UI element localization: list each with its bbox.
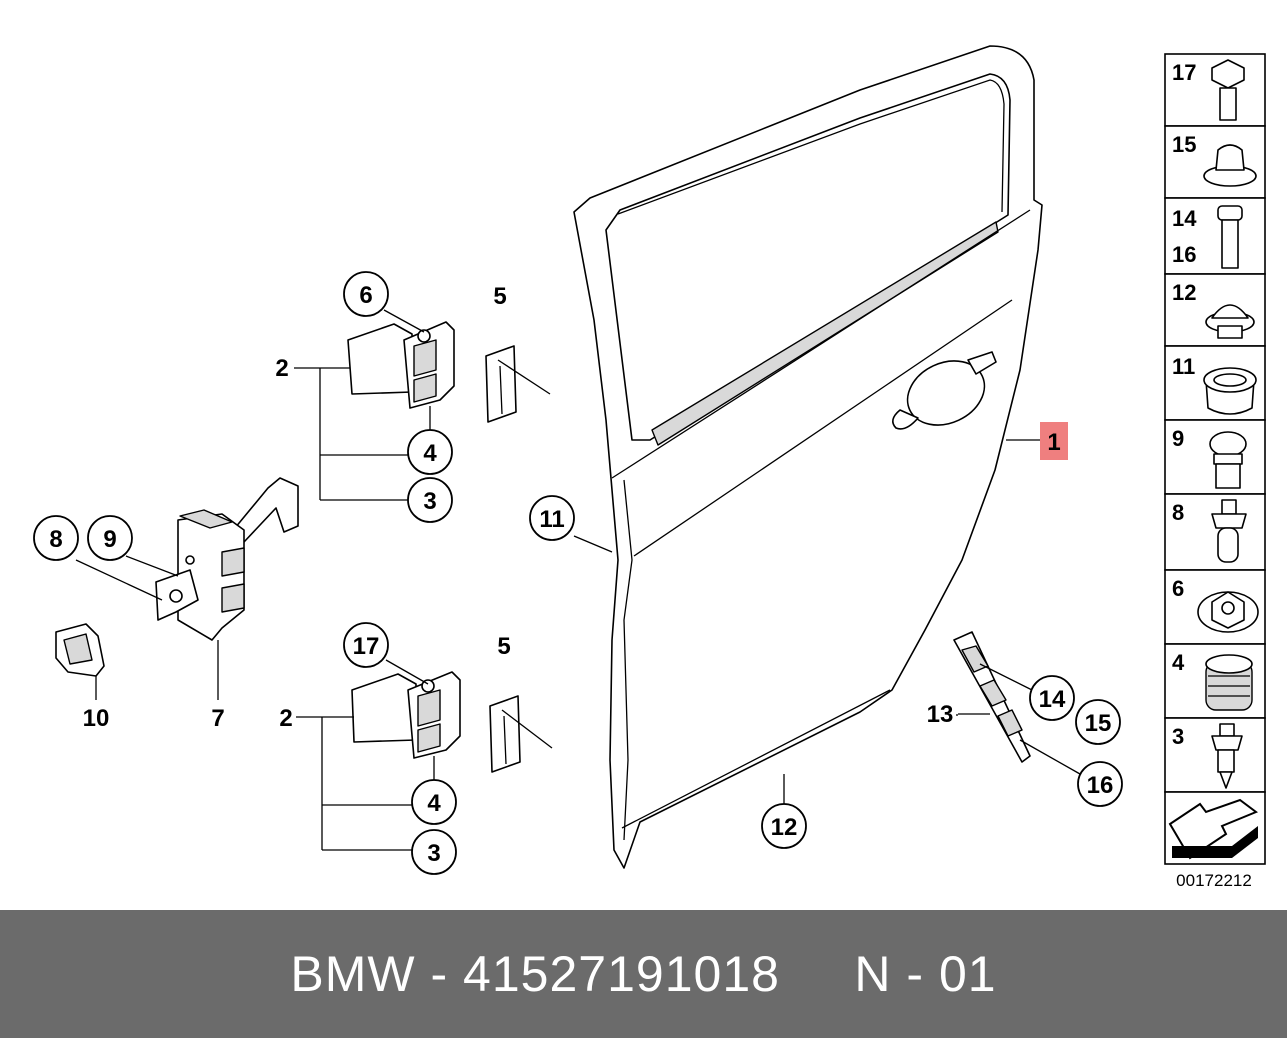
clip-part: [55, 623, 105, 677]
legend-label-17: 17: [1172, 60, 1196, 85]
parts-diagram: 1 6 5 2 4 3 11 8 9 10 7 17 5 2 4 3 12 13…: [33, 45, 1266, 890]
legend-label-15: 15: [1172, 132, 1196, 157]
spring-sleeve-icon: [1205, 654, 1253, 711]
callouts: 1 6 5 2 4 3 11 8 9 10 7 17 5 2 4 3 12 13…: [33, 271, 1123, 875]
callout-12: 12: [771, 814, 798, 841]
legend-label-6: 6: [1172, 576, 1184, 601]
plug-cap-icon: [1205, 304, 1255, 339]
hex-flange-nut-icon: [1197, 591, 1259, 633]
callout-2-upper: 2: [275, 355, 288, 382]
callout-10: 10: [83, 705, 110, 732]
callout-7: 7: [211, 705, 224, 732]
callout-17: 17: [353, 633, 380, 660]
part-number: 41527191018: [463, 946, 780, 1002]
callout-4-lower: 4: [427, 790, 441, 817]
callout-3-lower: 3: [427, 840, 440, 867]
rear-door: [573, 45, 1043, 869]
cap-nut-icon: [1203, 144, 1257, 187]
callout-6: 6: [359, 282, 372, 309]
stud-bolt-icon: [1211, 499, 1247, 563]
callout-1-highlight: [1040, 422, 1068, 460]
callout-5-lower: 5: [497, 633, 510, 660]
footer-bar: BMW - 41527191018 N - 01: [0, 910, 1287, 1038]
direction-arrow-icon: [1168, 798, 1259, 860]
callout-11: 11: [539, 506, 564, 533]
hinge-pin-icon: [1211, 723, 1243, 789]
lower-hinge: [351, 671, 553, 773]
legend-label-11: 11: [1172, 354, 1195, 379]
callout-13: 13: [927, 701, 954, 728]
legend-label-9: 9: [1172, 426, 1184, 451]
page-code: N - 01: [854, 946, 997, 1002]
legend-label-16: 16: [1172, 242, 1196, 267]
legend-label-4: 4: [1172, 650, 1185, 675]
callout-5-upper: 5: [493, 283, 506, 310]
footer-title: BMW - 41527191018 N - 01: [290, 946, 997, 1002]
seal-strip: [953, 631, 1031, 763]
screw-icon: [1217, 205, 1243, 269]
callout-8: 8: [49, 526, 62, 553]
callout-1: 1: [1047, 429, 1060, 456]
callout-4-upper: 4: [423, 440, 437, 467]
torx-bolt-icon: [1211, 59, 1245, 121]
legend-label-8: 8: [1172, 500, 1184, 525]
grommet-icon: [1203, 367, 1257, 415]
callout-14: 14: [1039, 686, 1066, 713]
upper-hinge: [347, 321, 551, 423]
legend-label-12: 12: [1172, 280, 1196, 305]
callout-16: 16: [1087, 772, 1114, 799]
legend-label-14: 14: [1172, 206, 1197, 231]
legend-label-3: 3: [1172, 724, 1184, 749]
torx-screw-icon: [1209, 431, 1247, 489]
leader-lines: [75, 309, 1081, 851]
callout-15: 15: [1085, 710, 1112, 737]
callout-2-lower: 2: [279, 705, 292, 732]
legend-column: 17 15 14 16 12 11: [1164, 53, 1266, 890]
brand-label: BMW: [290, 946, 416, 1002]
callout-9: 9: [103, 526, 116, 553]
diagram-id: 00172212: [1176, 871, 1252, 890]
door-check: [155, 477, 299, 641]
callout-3-upper: 3: [423, 488, 436, 515]
